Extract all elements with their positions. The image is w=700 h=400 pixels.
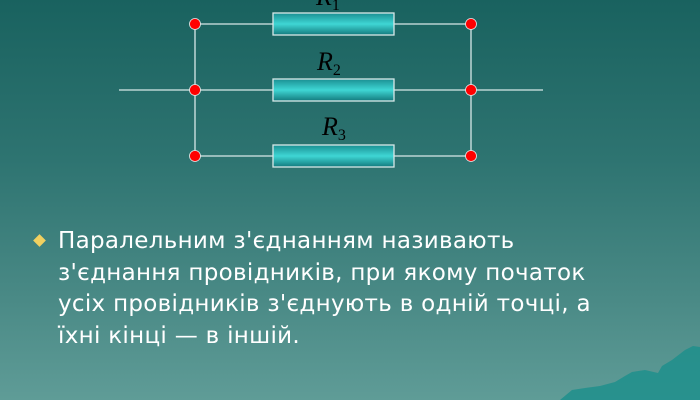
- definition-text: Паралельним з'єднанням називають з'єднан…: [58, 228, 591, 349]
- label-r2: R2: [316, 47, 341, 79]
- resistor-r3: [272, 144, 395, 168]
- resistor-r2: [272, 78, 395, 102]
- node: [189, 84, 201, 96]
- node: [189, 18, 201, 30]
- diamond-bullet-icon: [33, 234, 46, 247]
- label-r1: R1: [315, 0, 340, 14]
- node: [189, 150, 201, 162]
- label-r3: R3: [321, 112, 346, 144]
- nodes: [189, 18, 477, 162]
- node: [465, 84, 477, 96]
- node: [465, 18, 477, 30]
- bullet-item: Паралельним з'єднанням називають з'єднан…: [30, 226, 630, 352]
- mountain-decoration: [560, 346, 700, 400]
- resistor-r1: [272, 12, 395, 36]
- node: [465, 150, 477, 162]
